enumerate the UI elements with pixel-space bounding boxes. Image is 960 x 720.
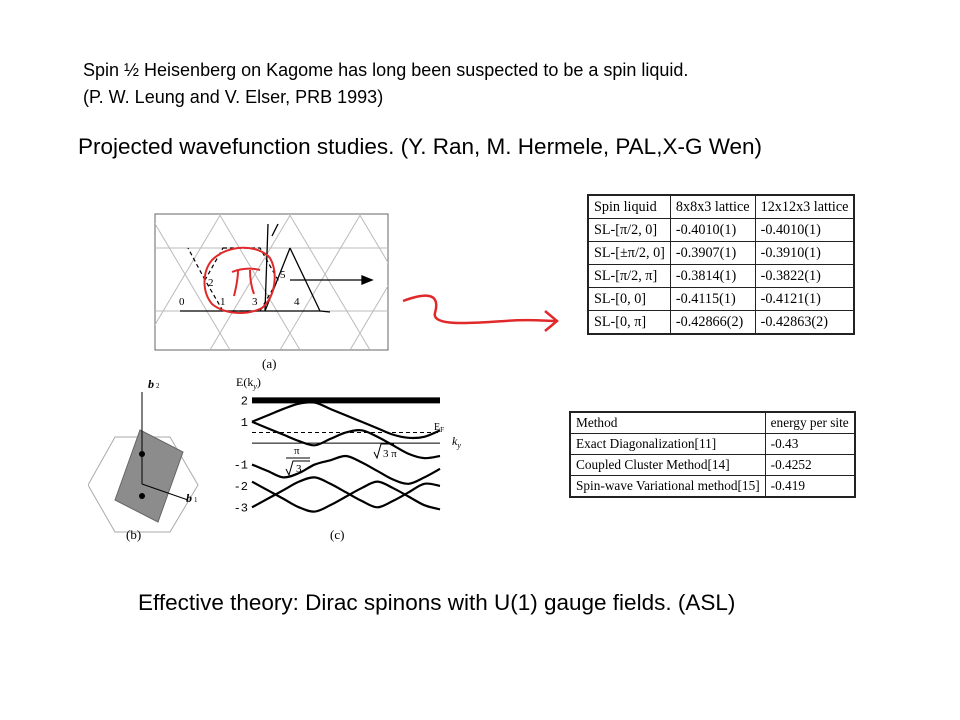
table-row: Coupled Cluster Method[14] -0.4252: [569, 454, 856, 476]
table-cell: -0.42866(2): [669, 310, 756, 335]
table-header-row: Method energy per site: [569, 411, 856, 434]
band-ylabel: E(ky): [236, 375, 261, 391]
table-row: SL-[π/2, π] -0.3814(1) -0.3822(1): [587, 264, 855, 288]
table-cell: Coupled Cluster Method[14]: [569, 454, 766, 476]
band-ytick-label: -1: [234, 459, 248, 473]
table-row: SL-[π/2, 0] -0.4010(1) -0.4010(1): [587, 218, 855, 242]
table-cell: SL-[π/2, π]: [587, 264, 671, 288]
table-row: SL-[0, π] -0.42866(2) -0.42863(2): [587, 310, 855, 335]
site-label-5: 5: [280, 269, 286, 281]
band-line-2: [251, 420, 441, 460]
table-cell: -0.4010(1): [754, 218, 855, 242]
band-xlabel: ky: [452, 434, 461, 450]
table-header-cell: Spin liquid: [587, 194, 671, 219]
method-energy-table: Method energy per site Exact Diagonaliza…: [569, 411, 856, 498]
slide-heading: Projected wavefunction studies. (Y. Ran,…: [78, 134, 763, 159]
figure-c-caption: (c): [330, 527, 344, 542]
figure-a-kagome-lattice: 0 1 2 3 4 5 (a): [154, 213, 389, 371]
frac-denominator: 3: [296, 463, 302, 475]
site-label-2: 2: [208, 277, 214, 289]
band-line-5: [251, 480, 441, 513]
dirac-point-upper: [139, 451, 145, 457]
figure-b-caption: (b): [126, 527, 141, 542]
table-header-row: Spin liquid 8x8x3 lattice 12x12x3 lattic…: [587, 194, 855, 219]
table-cell: -0.4121(1): [754, 287, 855, 311]
intro-line-1: Spin ½ Heisenberg on Kagome has long bee…: [83, 60, 689, 80]
table-cell: Exact Diagonalization[11]: [569, 433, 766, 455]
red-arrow-head: [544, 310, 559, 332]
table-row: Spin-wave Variational method[15] -0.419: [569, 475, 856, 498]
b1-axis: [141, 483, 189, 501]
red-arrow: [402, 294, 559, 332]
tick-pi-over-sqrt3: π 3: [285, 445, 310, 477]
table-header-cell: Method: [569, 411, 766, 434]
table-cell: -0.43: [764, 433, 856, 455]
unit-cell-shape: [114, 429, 184, 523]
band-ytick-label: -2: [234, 480, 248, 494]
figure-c-band-structure: E(ky) 2 1 -1 -2 -3 EF ky π 3 3 π (c): [234, 375, 462, 542]
frac-numerator: π: [294, 445, 300, 457]
dirac-point-lower: [139, 493, 145, 499]
band-line-3: [251, 454, 441, 485]
table-cell: SL-[0, π]: [587, 310, 671, 335]
table-cell: -0.3910(1): [754, 241, 855, 265]
figure-a-caption: (a): [262, 356, 276, 371]
sqrt3-pi-label: 3 π: [383, 448, 397, 460]
table-cell: -0.3822(1): [754, 264, 855, 288]
red-arrow-body: [402, 294, 556, 325]
site-label-3: 3: [252, 296, 258, 308]
table-cell: -0.4115(1): [669, 287, 756, 311]
table-row: Exact Diagonalization[11] -0.43: [569, 433, 856, 455]
table-cell: -0.4252: [764, 454, 856, 476]
red-annotation: [203, 246, 276, 314]
band-ytick-label: -3: [234, 501, 248, 515]
lattice-frame: [154, 213, 389, 351]
table-header-cell: energy per site: [764, 411, 856, 434]
spin-liquid-energy-table: Spin liquid 8x8x3 lattice 12x12x3 lattic…: [587, 194, 856, 335]
intro-text: Spin ½ Heisenberg on Kagome has long bee…: [83, 57, 688, 111]
fermi-level-label: EF: [434, 422, 444, 434]
table-header-cell: 12x12x3 lattice: [754, 194, 855, 219]
band-ytick-label: 2: [241, 394, 248, 408]
table-row: SL-[0, 0] -0.4115(1) -0.4121(1): [587, 287, 855, 311]
bz-hexagon: [88, 436, 199, 533]
table-cell: Spin-wave Variational method[15]: [569, 475, 766, 498]
band-line-4: [251, 476, 441, 509]
table-row: SL-[±π/2, 0] -0.3907(1) -0.3910(1): [587, 241, 855, 265]
intro-line-2: (P. W. Leung and V. Elser, PRB 1993): [83, 87, 384, 107]
slide-footer: Effective theory: Dirac spinons with U(1…: [138, 590, 736, 615]
table-cell: -0.42863(2): [754, 310, 855, 335]
tick-sqrt3-pi: 3 π: [373, 443, 397, 460]
table-cell: SL-[0, 0]: [587, 287, 671, 311]
table-cell: SL-[±π/2, 0]: [587, 241, 671, 265]
band-line-1: [251, 401, 441, 440]
band-lines: [251, 397, 441, 513]
sqrt-sign: [285, 460, 310, 477]
table-header-cell: 8x8x3 lattice: [669, 194, 756, 219]
band-ytick-label: 1: [241, 416, 248, 430]
table-cell: -0.419: [764, 475, 856, 498]
table-cell: -0.3814(1): [669, 264, 756, 288]
site-label-4: 4: [294, 296, 300, 308]
band-yticks: 2 1 -1 -2 -3: [234, 394, 248, 515]
table-cell: SL-[π/2, 0]: [587, 218, 671, 242]
site-label-1: 1: [220, 296, 226, 308]
sqrt-sign: [373, 443, 394, 460]
table-cell: -0.4010(1): [669, 218, 756, 242]
site-label-0: 0: [179, 296, 185, 308]
table-cell: -0.3907(1): [669, 241, 756, 265]
